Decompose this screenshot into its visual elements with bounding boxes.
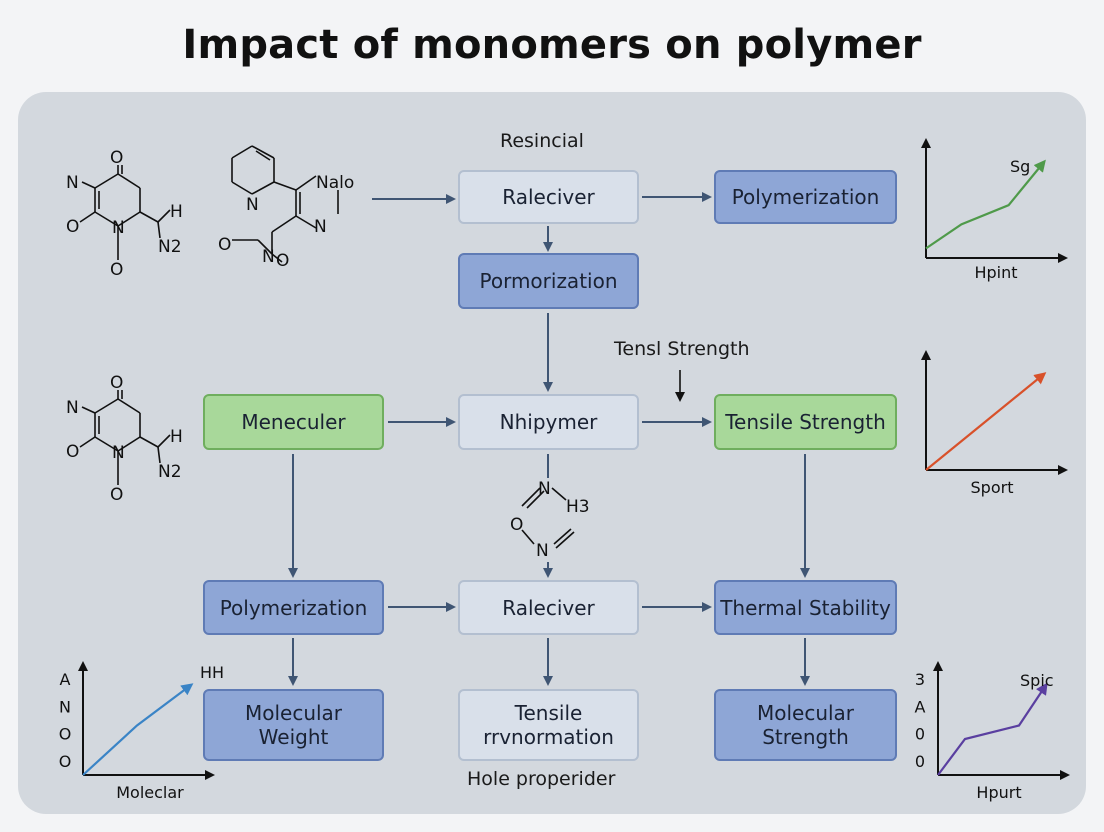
chart-4-tick-label: A (915, 697, 926, 716)
mol2-o-left: O (218, 235, 231, 255)
mol1-h: H (170, 202, 183, 222)
molecule-2 (231, 145, 339, 263)
box-tensile-strength: Tensile Strength (714, 394, 897, 450)
chart-1-series-name: Sg (1010, 157, 1030, 176)
box-nhipymer: Nhipymer (458, 394, 639, 450)
mol3-o-bottom: O (110, 485, 123, 505)
box-polymerization-mid: Polymerization (203, 580, 384, 635)
box-raleceiver-top: Raleciver (458, 170, 639, 224)
mol3-o-left: O (66, 442, 79, 462)
mol1-n: N (66, 173, 79, 193)
box-meneculer: Meneculer (203, 394, 384, 450)
box-molecular-strength-line1: Molecular (756, 701, 855, 725)
chart-2-x-label: Sport (971, 478, 1014, 497)
mol2-n-chain: N (262, 247, 275, 267)
mol2-o-end: O (276, 251, 289, 271)
box-molecular-weight-line1: Molecular (244, 701, 343, 725)
page-title: Impact of monomers on polymer (182, 22, 922, 68)
mol3-n-ring: N (112, 443, 125, 463)
chart-3-series-line (82, 683, 194, 776)
label-hole-properider: Hole properider (467, 768, 616, 790)
chart-4-series-line (937, 682, 1048, 776)
mol3-o-top: O (110, 373, 123, 393)
mol1-o-top: O (110, 148, 123, 168)
mol2-nalo: Nalo (316, 173, 354, 193)
mol4-o: O (510, 515, 523, 535)
chart-1-series-line (925, 159, 1046, 250)
molecule-1 (79, 165, 171, 260)
box-molecular-strength: Molecular Strength (714, 689, 897, 761)
box-polymerization-top: Polymerization (714, 170, 897, 224)
mol4-h3: H3 (566, 497, 590, 517)
chart-4-series-name: Spic (1020, 671, 1054, 690)
box-thermal-stability: Thermal Stability (714, 580, 897, 635)
box-molecular-weight-line2: Weight (258, 725, 329, 749)
box-raleceiver-mid: Raleciver (458, 580, 639, 635)
chart-3-tick-label: O (59, 752, 72, 771)
label-resincial: Resincial (500, 130, 584, 152)
box-tensile-rvnormation-line1: Tensile (514, 701, 583, 725)
mol4-n-bottom: N (536, 541, 549, 561)
chart-3-tick-label: N (59, 697, 71, 716)
molecule-4 (521, 487, 575, 549)
chart-4-tick-label: 0 (915, 725, 925, 744)
box-tensile-rvnormation-line2: rrvnormation (483, 725, 614, 749)
mol1-n2: N2 (158, 237, 182, 257)
chart-4-tick-label: 0 (915, 752, 925, 771)
chart-1-x-label: Hpint (974, 263, 1017, 282)
mol1-n-ring: N (112, 218, 125, 238)
mol2-n-pyr: N (246, 195, 259, 215)
chart-3-tick-label: A (60, 670, 71, 689)
chart-4-tick-label: 3 (915, 670, 925, 689)
box-pormorization: Pormorization (458, 253, 639, 309)
box-molecular-weight: Molecular Weight (203, 689, 384, 761)
chart-4-x-label: Hpurt (976, 783, 1021, 802)
chart-3-x-label: Moleclar (116, 783, 184, 802)
chart-2-series-line (925, 372, 1047, 471)
mol1-o-left: O (66, 217, 79, 237)
mol3-n: N (66, 398, 79, 418)
box-molecular-strength-line2: Strength (762, 725, 849, 749)
mol3-n2: N2 (158, 462, 182, 482)
molecule-3 (79, 390, 171, 485)
mol4-n-top: N (538, 479, 551, 499)
mol3-h: H (170, 427, 183, 447)
chart-3-series-name: HH (200, 663, 224, 682)
label-tensl-strength: Tensl Strength (614, 338, 750, 360)
chart-3-tick-label: O (59, 725, 72, 744)
box-tensile-rvnormation: Tensile rrvnormation (458, 689, 639, 761)
mol2-n-ring: N (314, 217, 327, 237)
mol1-o-bottom: O (110, 260, 123, 280)
